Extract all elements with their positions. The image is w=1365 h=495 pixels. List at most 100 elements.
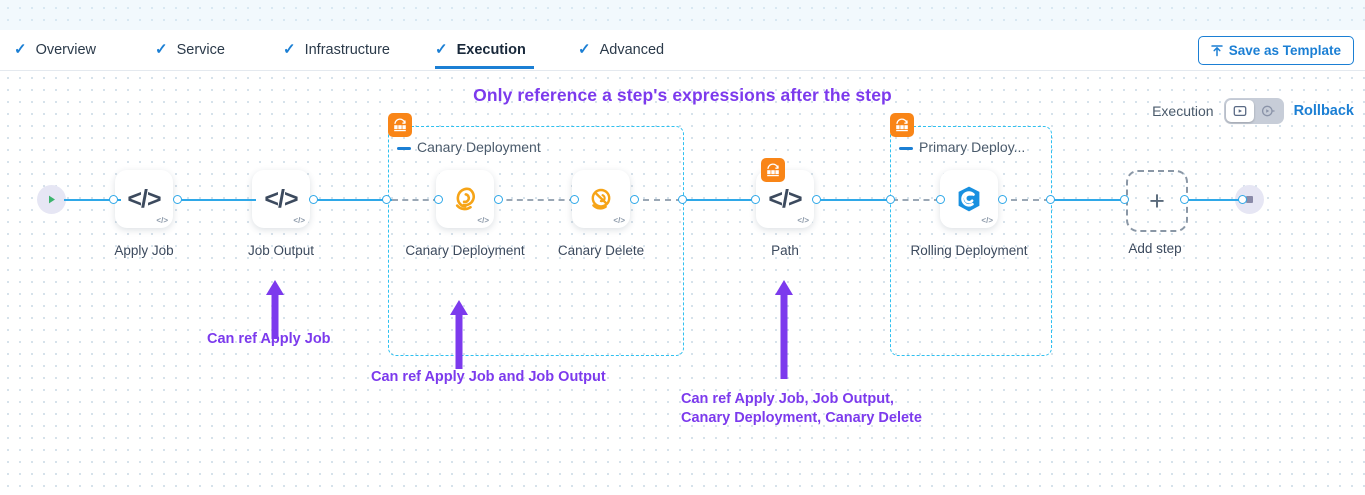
rollback-link[interactable]: Rollback <box>1293 103 1354 119</box>
port[interactable] <box>494 195 503 204</box>
collapse-dash-icon[interactable] <box>397 147 411 150</box>
step-node-canary-deployment[interactable]: </> <box>436 170 494 228</box>
save-as-template-label: Save as Template <box>1228 43 1341 58</box>
collapse-dash-icon[interactable] <box>899 147 913 150</box>
edge-start-apply <box>64 199 121 201</box>
execution-mode-button[interactable] <box>1225 100 1254 122</box>
annotation-text-3-line1: Can ref Apply Job, Job Output, <box>681 391 894 407</box>
code-badge: </> <box>477 216 489 225</box>
code-icon: </> <box>127 184 161 213</box>
port[interactable] <box>109 195 118 204</box>
step-group-icon[interactable] <box>761 158 785 182</box>
code-badge: </> <box>797 216 809 225</box>
tab-label: Service <box>176 41 225 58</box>
port[interactable] <box>1120 195 1129 204</box>
plus-icon: + <box>1149 185 1165 216</box>
step-node-apply-job[interactable]: </> </> <box>115 170 173 228</box>
step-node-path[interactable]: </> </> <box>756 158 814 228</box>
tab-label: Overview <box>35 41 97 58</box>
edge-canarydelete-group1end <box>632 199 682 201</box>
tab-label: Infrastructure <box>304 41 390 58</box>
edge-canary-canarydelete <box>496 199 575 201</box>
annotation-arrow-1 <box>263 278 287 345</box>
start-node[interactable] <box>37 185 66 214</box>
save-as-template-button[interactable]: Save as Template <box>1197 36 1354 65</box>
pipeline-canvas[interactable] <box>0 70 1365 495</box>
port[interactable] <box>1238 195 1247 204</box>
step-label: Apply Job <box>114 243 174 258</box>
pipeline-graph: Canary Deployment Primary Deploy... <box>0 70 1365 495</box>
step-group-canary-deployment[interactable]: Canary Deployment <box>388 113 684 356</box>
annotation-text-1: Can ref Apply Job <box>207 331 331 347</box>
code-badge: </> <box>293 216 305 225</box>
tab-advanced[interactable]: ✓ Advanced <box>578 30 664 69</box>
tab-service[interactable]: ✓ Service <box>155 30 225 69</box>
group-title: Primary Deploy... <box>919 139 1026 155</box>
check-icon: ✓ <box>14 41 27 58</box>
edge-group2-addstep <box>1050 199 1126 201</box>
top-dotted-strip <box>0 0 1365 30</box>
code-icon: </> <box>768 184 802 213</box>
code-icon: </> <box>264 184 298 213</box>
step-label: Path <box>771 243 799 258</box>
annotation-text-3-line2: Canary Deployment, Canary Delete <box>681 410 922 426</box>
annotation-arrow-3 <box>772 278 796 385</box>
port[interactable] <box>570 195 579 204</box>
step-label: Rolling Deployment <box>910 243 1028 258</box>
step-label: Job Output <box>247 243 315 258</box>
edge-group1-path <box>682 199 756 201</box>
annotation-text-2: Can ref Apply Job and Job Output <box>371 369 606 385</box>
play-circle-icon <box>1261 104 1275 118</box>
execution-rollback-switch: Execution Rollback <box>1152 98 1354 124</box>
port[interactable] <box>812 195 821 204</box>
port[interactable] <box>936 195 945 204</box>
play-triangle-icon <box>45 193 58 206</box>
edge-apply-joboutput <box>178 199 256 201</box>
mode-segmented-control[interactable] <box>1223 98 1284 124</box>
code-badge: </> <box>981 216 993 225</box>
edge-group1-canary <box>392 199 439 201</box>
step-label: Canary Deployment <box>405 243 525 258</box>
step-group-primary-deployment[interactable]: Primary Deploy... <box>890 113 1052 356</box>
port[interactable] <box>886 195 895 204</box>
tab-infrastructure[interactable]: ✓ Infrastructure <box>283 30 390 69</box>
port[interactable] <box>1046 195 1055 204</box>
edge-group2-rolling <box>892 199 940 201</box>
step-node-rolling-deployment[interactable]: </> <box>940 170 998 228</box>
check-icon: ✓ <box>155 41 168 58</box>
edge-path-group2 <box>816 199 892 201</box>
port[interactable] <box>382 195 391 204</box>
port[interactable] <box>434 195 443 204</box>
canary-swirl-icon <box>449 183 481 215</box>
port[interactable] <box>309 195 318 204</box>
port[interactable] <box>173 195 182 204</box>
upload-icon <box>1210 44 1223 57</box>
step-node-job-output[interactable]: </> </> <box>252 170 310 228</box>
check-icon: ✓ <box>435 41 448 58</box>
code-badge: </> <box>156 216 168 225</box>
check-icon: ✓ <box>578 41 591 58</box>
step-group-icon[interactable] <box>388 113 412 137</box>
annotation-arrow-2 <box>447 298 471 375</box>
canary-delete-icon <box>585 183 617 215</box>
step-node-canary-delete[interactable]: </> <box>572 170 630 228</box>
check-icon: ✓ <box>283 41 296 58</box>
page-title: Only reference a step's expressions afte… <box>473 85 892 105</box>
port[interactable] <box>678 195 687 204</box>
port[interactable] <box>1180 195 1189 204</box>
add-step-button[interactable]: + <box>1126 170 1188 232</box>
step-label: Canary Delete <box>557 243 645 258</box>
port[interactable] <box>751 195 760 204</box>
add-step-label: Add step <box>1128 241 1182 256</box>
stage-tab-bar: ✓ Overview ✓ Service ✓ Infrastructure ✓ … <box>0 30 1365 71</box>
port[interactable] <box>630 195 639 204</box>
port[interactable] <box>998 195 1007 204</box>
tab-overview[interactable]: ✓ Overview <box>14 30 96 69</box>
edge-joboutput-group1 <box>314 199 392 201</box>
edge-rolling-group2end <box>1000 199 1050 201</box>
step-group-icon[interactable] <box>890 113 914 137</box>
kubernetes-helm-icon <box>954 184 984 214</box>
tab-execution[interactable]: ✓ Execution <box>435 30 534 69</box>
tab-label: Advanced <box>599 41 665 58</box>
rollback-mode-button[interactable] <box>1254 100 1282 122</box>
